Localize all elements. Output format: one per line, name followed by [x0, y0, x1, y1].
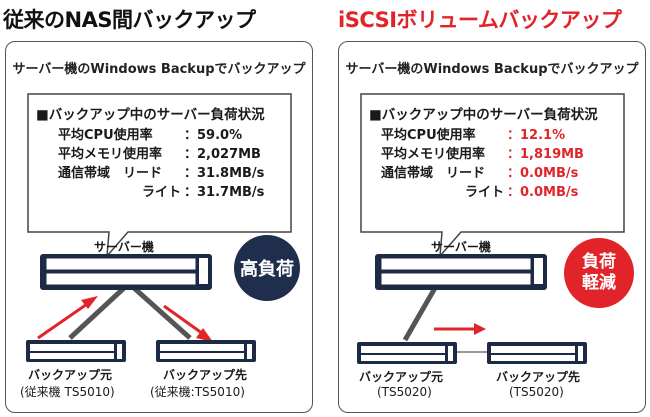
right-diagram	[357, 93, 625, 364]
left-server	[40, 254, 212, 290]
right-panel: サーバー機のWindows Backupでバックアップ	[338, 41, 646, 413]
right-cable-source	[402, 286, 438, 342]
left-stat-read-label: 通信帯域 リード	[58, 166, 163, 181]
left-server-label: サーバー機	[94, 240, 154, 254]
right-stat-memory-label: 平均メモリ使用率	[381, 147, 486, 162]
left-heading: 従来のNAS間バックアップ	[3, 8, 256, 32]
right-stat-cpu-label: 平均CPU使用率	[381, 128, 476, 143]
left-stat-read-value: ：31.8MB/s	[184, 166, 265, 181]
left-stat-write-value: ：31.7MB/s	[184, 185, 265, 200]
right-stat-read-value: ：0.0MB/s	[507, 166, 579, 181]
right-load-badge-line2: 軽減	[582, 273, 616, 293]
left-stat-memory-label: 平均メモリ使用率	[58, 147, 163, 162]
left-caption: サーバー機のWindows Backupでバックアップ	[12, 62, 306, 77]
left-panel: サーバー機のWindows Backupでバックアップ	[5, 41, 313, 413]
right-stat-write-value: ：0.0MB/s	[507, 185, 579, 200]
left-target-name: バックアップ先	[163, 368, 248, 382]
right-target-name: バックアップ先	[496, 370, 581, 384]
right-bubble-title: ■バックアップ中のサーバー負荷状況	[369, 107, 598, 123]
left-arrow-down-head	[196, 328, 213, 342]
left-stat-write-label: ライト	[142, 185, 182, 200]
right-stat-cpu-value: ：12.1%	[507, 128, 566, 143]
right-source-model: (TS5020)	[377, 385, 432, 399]
right-arrow-head	[474, 323, 486, 335]
left-cable-source	[68, 286, 126, 340]
left-target-model: (従来機:TS5010)	[150, 385, 245, 399]
left-load-bubble	[27, 93, 292, 259]
right-load-badge: 負荷 軽減	[564, 238, 634, 308]
right-target-model: (TS5020)	[509, 385, 564, 399]
right-heading: iSCSIボリュームバックアップ	[338, 8, 622, 32]
left-diagram	[26, 93, 292, 362]
right-server-label: サーバー機	[431, 240, 491, 254]
left-stat-memory-value: ：2,027MB	[184, 147, 261, 162]
right-load-badge-line1: 負荷	[582, 252, 616, 272]
left-load-badge-text: 高負荷	[240, 259, 294, 280]
left-source-device	[26, 340, 126, 362]
right-stat-read-label: 通信帯域 リード	[381, 166, 486, 181]
right-server	[375, 254, 547, 290]
left-arrow-down	[163, 304, 207, 338]
left-arrow-up	[37, 300, 91, 340]
left-arrow-up-head	[81, 296, 98, 309]
left-target-device	[156, 340, 256, 362]
left-cable-target	[132, 286, 192, 340]
right-source-name: バックアップ元	[359, 370, 444, 384]
left-source-model: (従来機 TS5010)	[20, 385, 115, 399]
right-source-device	[357, 342, 457, 364]
left-stat-cpu-label: 平均CPU使用率	[58, 128, 153, 143]
right-load-bubble	[360, 93, 625, 259]
right-caption: サーバー機のWindows Backupでバックアップ	[345, 62, 639, 77]
right-stat-memory-value: ：1,819MB	[507, 147, 584, 162]
right-stat-write-label: ライト	[465, 185, 505, 200]
left-bubble-title: ■バックアップ中のサーバー負荷状況	[36, 107, 265, 123]
left-load-badge: 高負荷	[234, 235, 300, 301]
right-target-device	[487, 342, 587, 364]
left-stat-cpu-value: ：59.0%	[184, 128, 243, 143]
left-source-name: バックアップ元	[28, 368, 113, 382]
